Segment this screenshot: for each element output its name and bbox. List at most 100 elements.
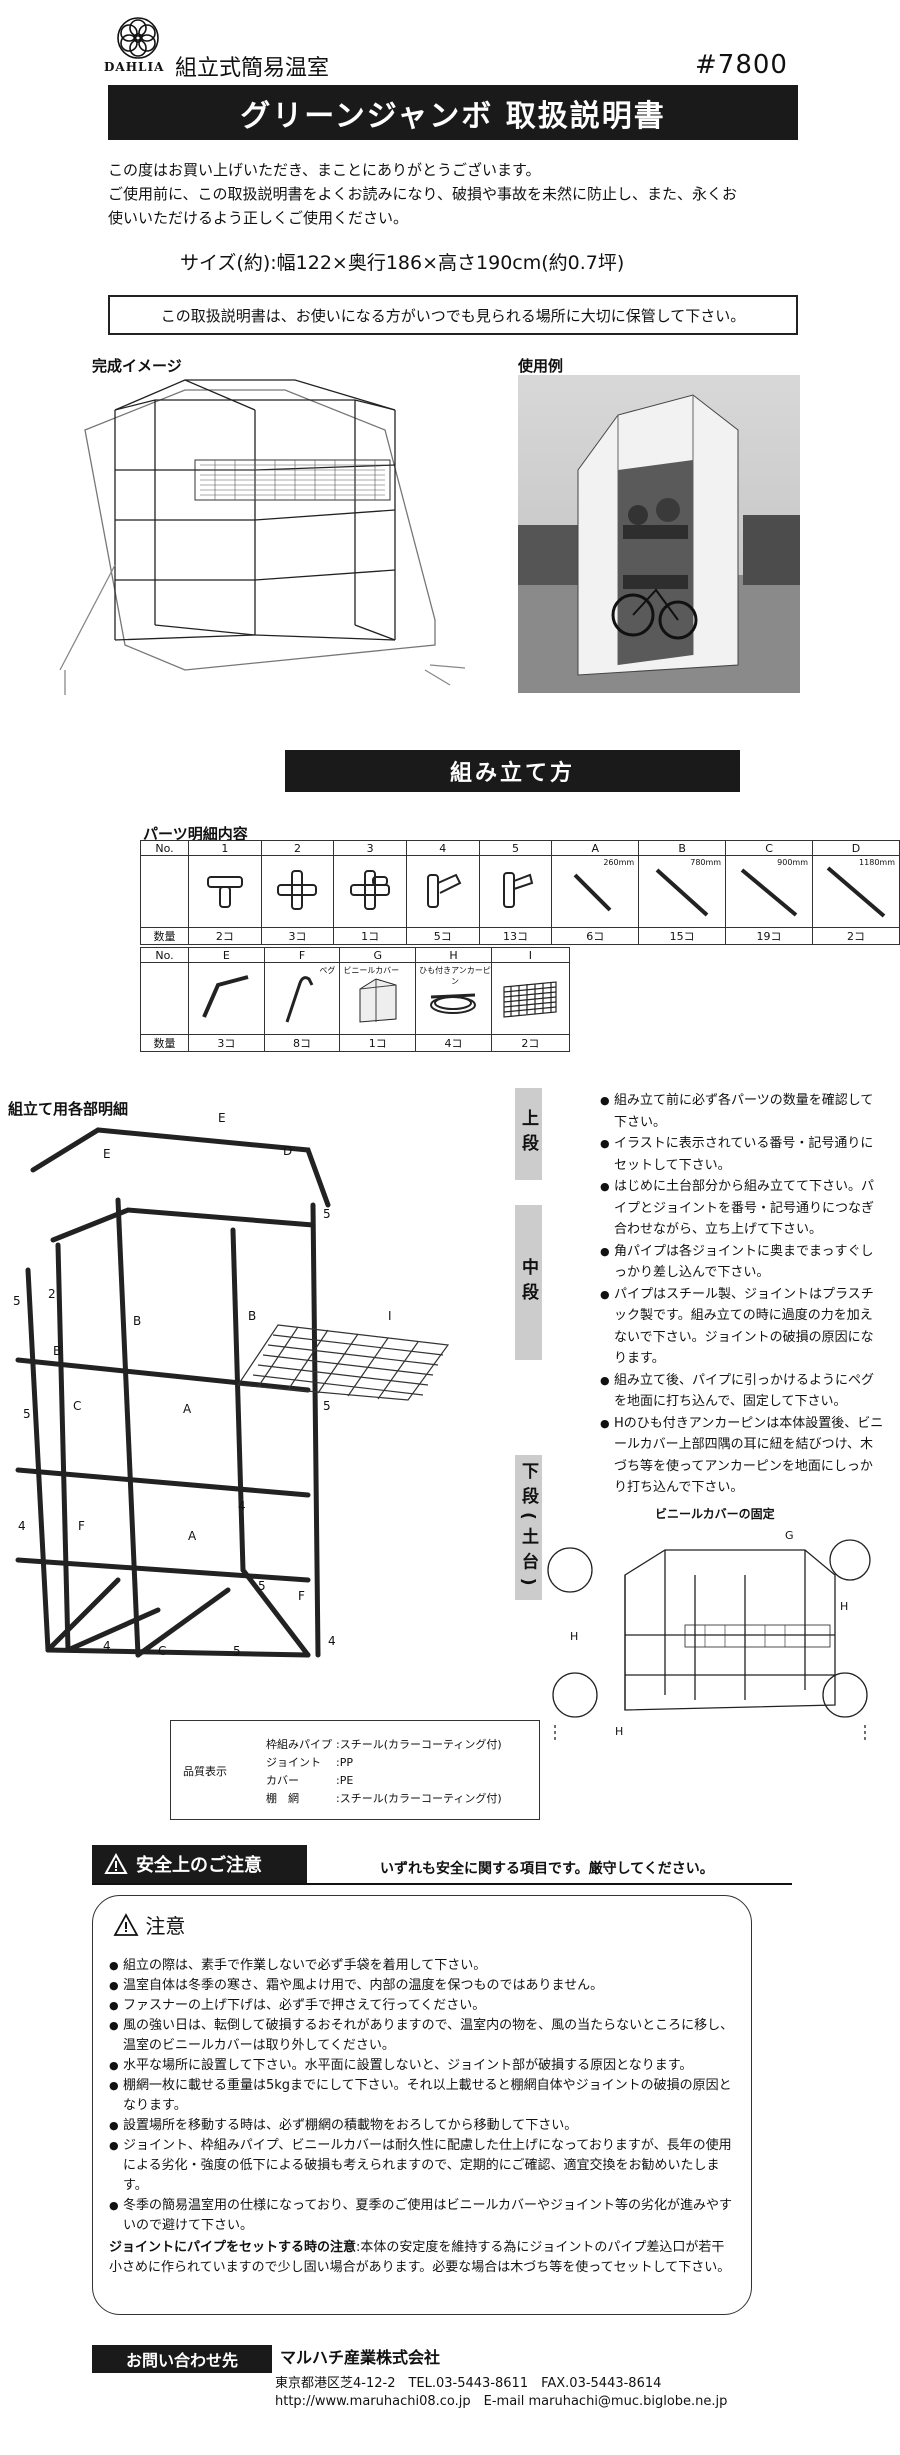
svg-text:5: 5 xyxy=(23,1407,31,1421)
warning-icon xyxy=(113,1913,139,1936)
empty-cell xyxy=(140,962,189,1035)
pipe-length: 780mm xyxy=(690,858,722,867)
svg-text:C: C xyxy=(73,1399,81,1413)
pipe-b-icon: 780mm xyxy=(638,855,727,928)
part-qty: 19コ xyxy=(725,927,813,945)
quality-label: 品質表示 xyxy=(183,1765,227,1778)
part-sublabel: ひも付きアンカーピン xyxy=(419,966,491,986)
pipe-length: 900mm xyxy=(777,858,808,867)
parts-table-row1: No. 1 2 3 4 5 A B C D 260mm 780mm 900mm … xyxy=(140,840,900,945)
dahlia-logo-icon xyxy=(117,17,159,59)
step-middle: 中段 xyxy=(515,1205,542,1360)
svg-text:4: 4 xyxy=(328,1634,336,1648)
step-bottom: 下段(土台) xyxy=(515,1455,542,1600)
part-number: D xyxy=(812,840,900,856)
part-number: C xyxy=(725,840,813,856)
divider xyxy=(92,1883,792,1885)
qty-header: 数量 xyxy=(140,927,189,945)
joint-corner-icon xyxy=(405,855,480,928)
keep-manual-note: この取扱説明書は、お使いになる方がいつでも見られる場所に大切に保管して下さい。 xyxy=(108,295,798,335)
part-qty: 3コ xyxy=(188,1034,265,1052)
part-number: 4 xyxy=(405,840,480,856)
no-header: No. xyxy=(140,840,189,856)
part-qty: 2コ xyxy=(812,927,900,945)
joint-angle-icon xyxy=(478,855,553,928)
joint-5way-icon xyxy=(333,855,407,928)
caution-item: 風の強い日は、転倒して破損するおそれがありますので、温室内の物を、風の当たらない… xyxy=(109,2016,734,2056)
svg-text:5: 5 xyxy=(258,1579,266,1593)
material-key: 枠組みパイプ xyxy=(266,1738,332,1751)
caution-heading: 注意 xyxy=(113,1910,185,1939)
part-qty: 15コ xyxy=(638,927,727,945)
joint-note: ジョイントにパイプをセットする時の注意:本体の安定度を維持する為にジョイントのパ… xyxy=(109,2238,734,2278)
instruction-item: Hのひも付きアンカーピンは本体設置後、ビニールカバー上部四隅の耳に紐を結びつけ、… xyxy=(600,1413,885,1499)
caution-item: 水平な場所に設置して下さい。水平面に設置しないと、ジョイント部が破損する原因とな… xyxy=(109,2056,734,2076)
complete-image-label: 完成イメージ xyxy=(92,357,182,375)
material-value: :スチール(カラーコーティング付) xyxy=(336,1792,502,1805)
company-address: 東京都港区芝4-12-2 TEL.03-5443-8611 FAX.03-544… xyxy=(275,2376,662,2391)
svg-text:4: 4 xyxy=(18,1519,26,1533)
svg-text:A: A xyxy=(188,1529,197,1543)
model-number: #7800 xyxy=(695,50,788,80)
usage-example-label: 使用例 xyxy=(518,357,564,375)
caution-item: 温室自体は冬季の寒さ、霜や風よけ用で、内部の温度を保つものではありません。 xyxy=(109,1976,734,1996)
instruction-item: 組み立て前に必ず各パーツの数量を確認して下さい。 xyxy=(600,1090,885,1133)
intro-text: この度はお買い上げいただき、まことにありがとうございます。 ご使用前に、この取扱… xyxy=(108,158,798,230)
cover-fix-title: ビニールカバーの固定 xyxy=(655,1507,775,1521)
caution-item: 冬季の簡易温室用の仕様になっており、夏季のご使用はビニールカバーやジョイント等の… xyxy=(109,2196,734,2236)
pipe-d-icon: 1180mm xyxy=(812,855,900,928)
part-number: 1 xyxy=(188,840,262,856)
joint-note-title: ジョイントにパイプをセットする時の注意 xyxy=(109,2240,357,2255)
svg-text:D: D xyxy=(283,1144,292,1158)
svg-text:F: F xyxy=(78,1519,85,1533)
svg-text:A: A xyxy=(183,1402,192,1416)
vinyl-cover-icon: ビニールカバー xyxy=(339,962,417,1035)
instruction-item: パイプはスチール製、ジョイントはプラスチック製です。組み立ての時に過度の力を加え… xyxy=(600,1284,885,1370)
caution-item: 棚網一枚に載せる重量は5kgまでにして下さい。それ以上載せると棚網自体やジョイン… xyxy=(109,2076,734,2116)
pipe-a-icon: 260mm xyxy=(551,855,640,928)
parts-list-title: パーツ明細内容 xyxy=(143,825,248,843)
svg-text:E: E xyxy=(218,1111,226,1125)
material-value: :スチール(カラーコーティング付) xyxy=(336,1738,502,1751)
instruction-item: はじめに土台部分から組み立てて下さい。パイプとジョイントを番号・記号通りにつなぎ… xyxy=(600,1176,885,1241)
no-header: No. xyxy=(140,947,189,963)
svg-text:H: H xyxy=(570,1630,578,1643)
part-number: I xyxy=(490,947,571,963)
part-number: H xyxy=(415,947,492,963)
part-qty: 1コ xyxy=(339,1034,417,1052)
svg-text:H: H xyxy=(615,1725,623,1738)
material-key: ジョイント xyxy=(266,1756,321,1769)
caution-box: 注意 組立の際は、素手で作業しないで必ず手袋を着用して下さい。 温室自体は冬季の… xyxy=(92,1895,752,2315)
instruction-item: イラストに表示されている番号・記号通りにセットして下さい。 xyxy=(600,1133,885,1176)
size-spec: サイズ(約):幅122×奥行186×高さ190cm(約0.7坪) xyxy=(180,252,625,274)
safety-banner: 安全上のご注意 xyxy=(92,1845,307,1883)
part-sublabel: ペグ xyxy=(319,966,336,975)
part-number: A xyxy=(551,840,640,856)
svg-text:B: B xyxy=(133,1314,141,1328)
part-number: 2 xyxy=(260,840,335,856)
product-type: 組立式簡易温室 xyxy=(175,56,330,81)
svg-text:B: B xyxy=(53,1344,61,1358)
caution-item: ファスナーの上げ下げは、必ず手で押さえて行ってください。 xyxy=(109,1996,734,2016)
part-qty: 13コ xyxy=(478,927,553,945)
step-top: 上段 xyxy=(515,1088,542,1180)
part-number: G xyxy=(339,947,417,963)
assembly-heading: 組み立て方 xyxy=(285,750,740,792)
pipe-e-icon xyxy=(188,962,265,1035)
company-name: マルハチ産業株式会社 xyxy=(280,2348,441,2367)
part-number: B xyxy=(638,840,727,856)
material-value: :PE xyxy=(336,1774,354,1787)
part-number: F xyxy=(263,947,341,963)
joint-cross-icon xyxy=(260,855,335,928)
material-value: :PP xyxy=(336,1756,353,1769)
caution-item: ジョイント、枠組みパイプ、ビニールカバーは耐久性に配慮した仕上げになっております… xyxy=(109,2136,734,2196)
part-qty: 3コ xyxy=(260,927,335,945)
svg-text:5: 5 xyxy=(233,1644,241,1658)
usage-photo xyxy=(518,375,800,693)
safety-title: 安全上のご注意 xyxy=(136,1855,262,1876)
svg-text:4: 4 xyxy=(238,1499,246,1513)
part-qty: 6コ xyxy=(551,927,640,945)
detail-title: 組立て用各部明細 xyxy=(8,1100,129,1118)
company-web[interactable]: http://www.maruhachi08.co.jp E-mail maru… xyxy=(275,2394,728,2409)
part-qty: 5コ xyxy=(405,927,480,945)
